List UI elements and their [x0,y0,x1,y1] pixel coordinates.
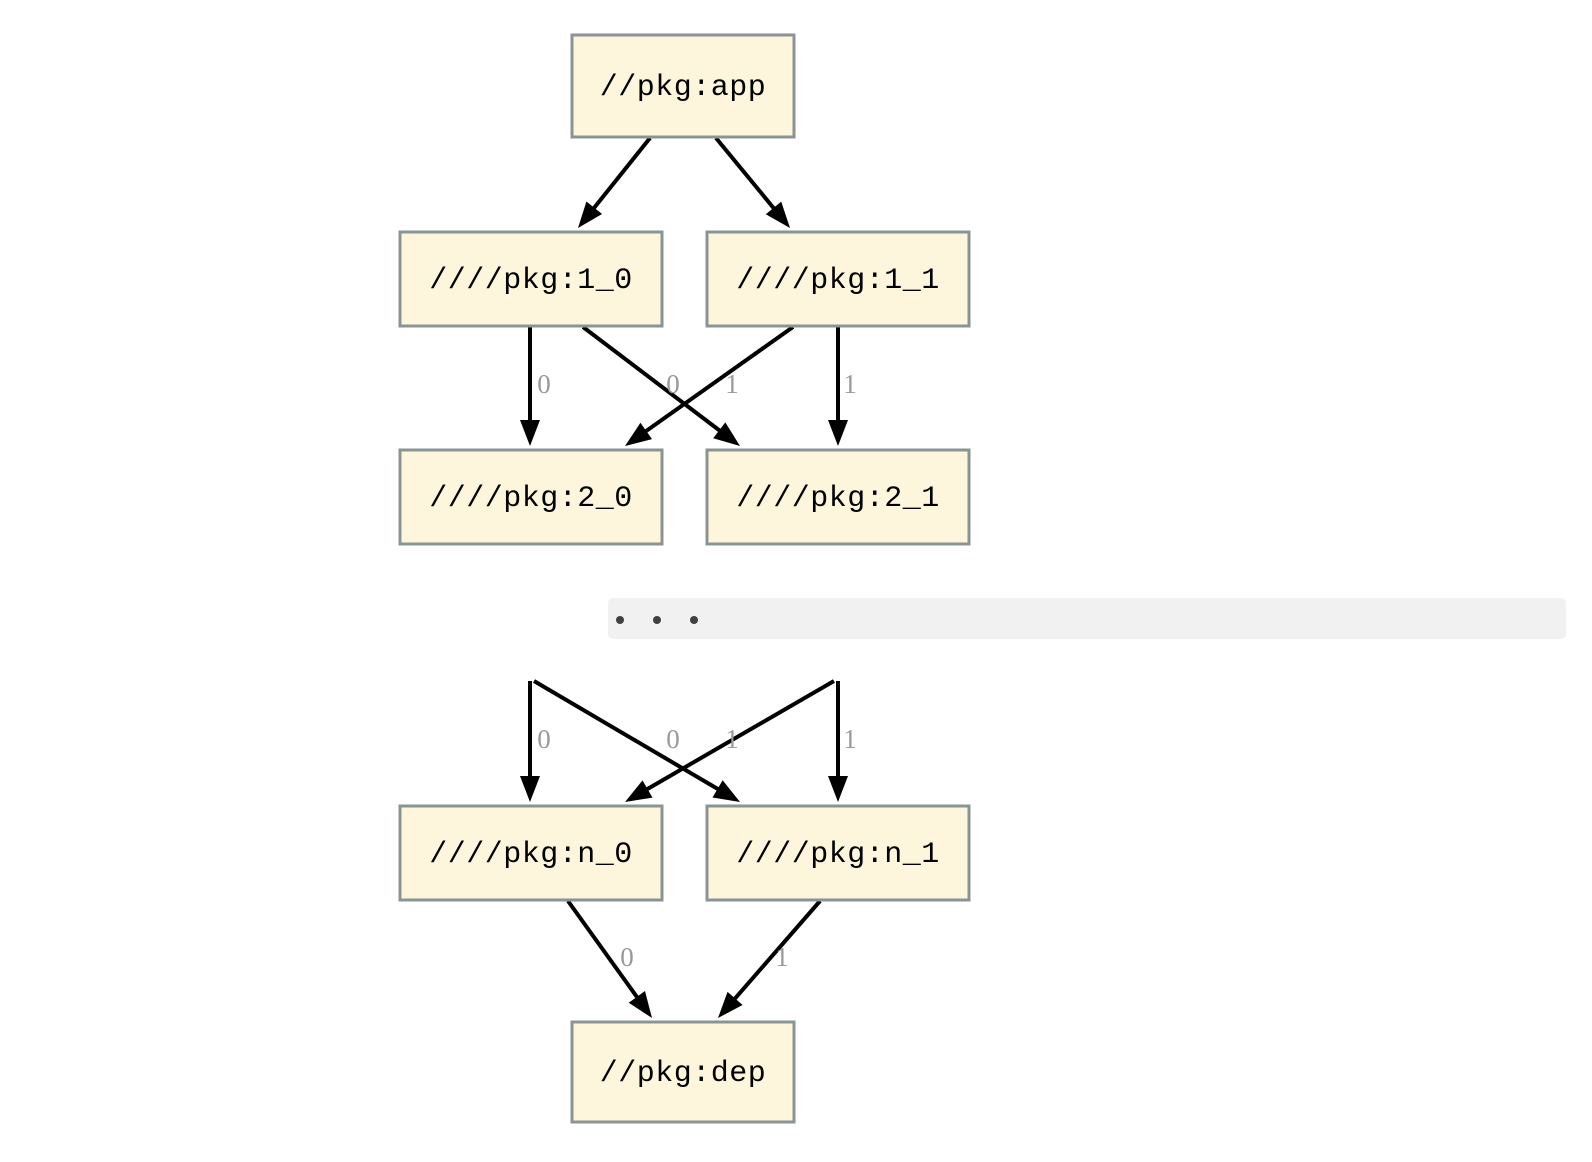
arrowhead-e-cut2-n_1 [828,776,848,802]
node-label-nn_1: ////pkg:n_1 [736,838,940,872]
arrowhead-e-n_1-dep [718,991,743,1018]
edge-e-n_1-dep [732,899,822,1002]
edges-layer [520,136,848,1018]
edge-label-e-1_0-2_1: 0 [666,369,680,399]
node-box-dep[interactable] [570,1020,796,1124]
arrowhead-e-cut-n_1 [712,780,740,802]
ellipsis-dot-1 [653,616,661,624]
edge-label-e-1_1-2_0: 1 [725,369,739,399]
edge-e-1_0-2_1 [581,325,723,434]
node-label-nn_0: ////pkg:n_0 [429,838,633,872]
node-n1_0[interactable]: ////pkg:1_0 [398,230,664,328]
ellipsis-separator [608,598,1566,639]
arrowhead-e-app-1_0 [578,201,603,228]
arrowhead-e-1_0-2_1 [713,422,740,446]
arrowhead-e-n_0-dep [628,991,652,1018]
edge-labels-layer: 0 0 1 1 0 0 1 1 0 1 [537,369,857,972]
node-box-n2_1[interactable] [705,448,971,546]
node-box-n1_1[interactable] [705,230,971,328]
node-n2_1[interactable]: ////pkg:2_1 [705,448,971,546]
node-label-app: //pkg:app [600,71,767,105]
edge-e-app-1_0 [591,136,652,211]
node-app[interactable]: //pkg:app [570,33,796,139]
edge-e-1_1-2_0 [643,325,795,434]
arrowhead-e-1_0-2_0 [520,420,540,446]
edge-label-e-1_1-2_1: 1 [843,369,857,399]
arrowhead-e-cut-n_0 [520,776,540,802]
arrowhead-e-1_1-2_0 [625,422,652,446]
ellipsis-dot-2 [690,616,698,624]
node-box-n2_0[interactable] [398,448,664,546]
edge-label-e-cut2-n_1: 1 [843,724,857,754]
edge-label-e-cut-n_1: 0 [666,724,680,754]
node-n2_0[interactable]: ////pkg:2_0 [398,448,664,546]
node-label-n1_1: ////pkg:1_1 [736,264,940,298]
ellipsis-band [608,598,1566,639]
edge-label-e-n_1-dep: 1 [775,942,789,972]
node-label-n2_0: ////pkg:2_0 [429,482,633,516]
arrowhead-e-1_1-2_1 [828,420,848,446]
node-box-nn_0[interactable] [398,804,664,902]
node-box-nn_1[interactable] [705,804,971,902]
node-box-n1_0[interactable] [398,230,664,328]
node-box-app[interactable] [570,33,796,139]
edge-e-cut-n_1 [532,679,721,792]
node-label-n1_0: ////pkg:1_0 [429,264,633,298]
edge-label-e-cut2-n_0: 1 [725,724,739,754]
arrowhead-e-app-1_1 [765,201,790,228]
edge-e-cut2-n_0 [644,679,836,792]
arrowhead-e-cut2-n_0 [625,780,653,802]
node-n1_1[interactable]: ////pkg:1_1 [705,230,971,328]
node-label-n2_1: ////pkg:2_1 [736,482,940,516]
edge-e-app-1_1 [714,136,777,211]
node-nn_0[interactable]: ////pkg:n_0 [398,804,664,902]
edge-label-e-n_0-dep: 0 [620,942,634,972]
edge-e-n_0-dep [566,899,640,1000]
nodes-layer: //pkg:app ////pkg:1_0 ////pkg:1_1 ////pkg:2… [398,33,971,1124]
ellipsis-dot-0 [616,616,624,624]
node-nn_1[interactable]: ////pkg:n_1 [705,804,971,902]
edge-label-e-cut-n_0: 0 [537,724,551,754]
node-dep[interactable]: //pkg:dep [570,1020,796,1124]
edge-label-e-1_0-2_0: 0 [537,369,551,399]
node-label-dep: //pkg:dep [600,1057,767,1091]
